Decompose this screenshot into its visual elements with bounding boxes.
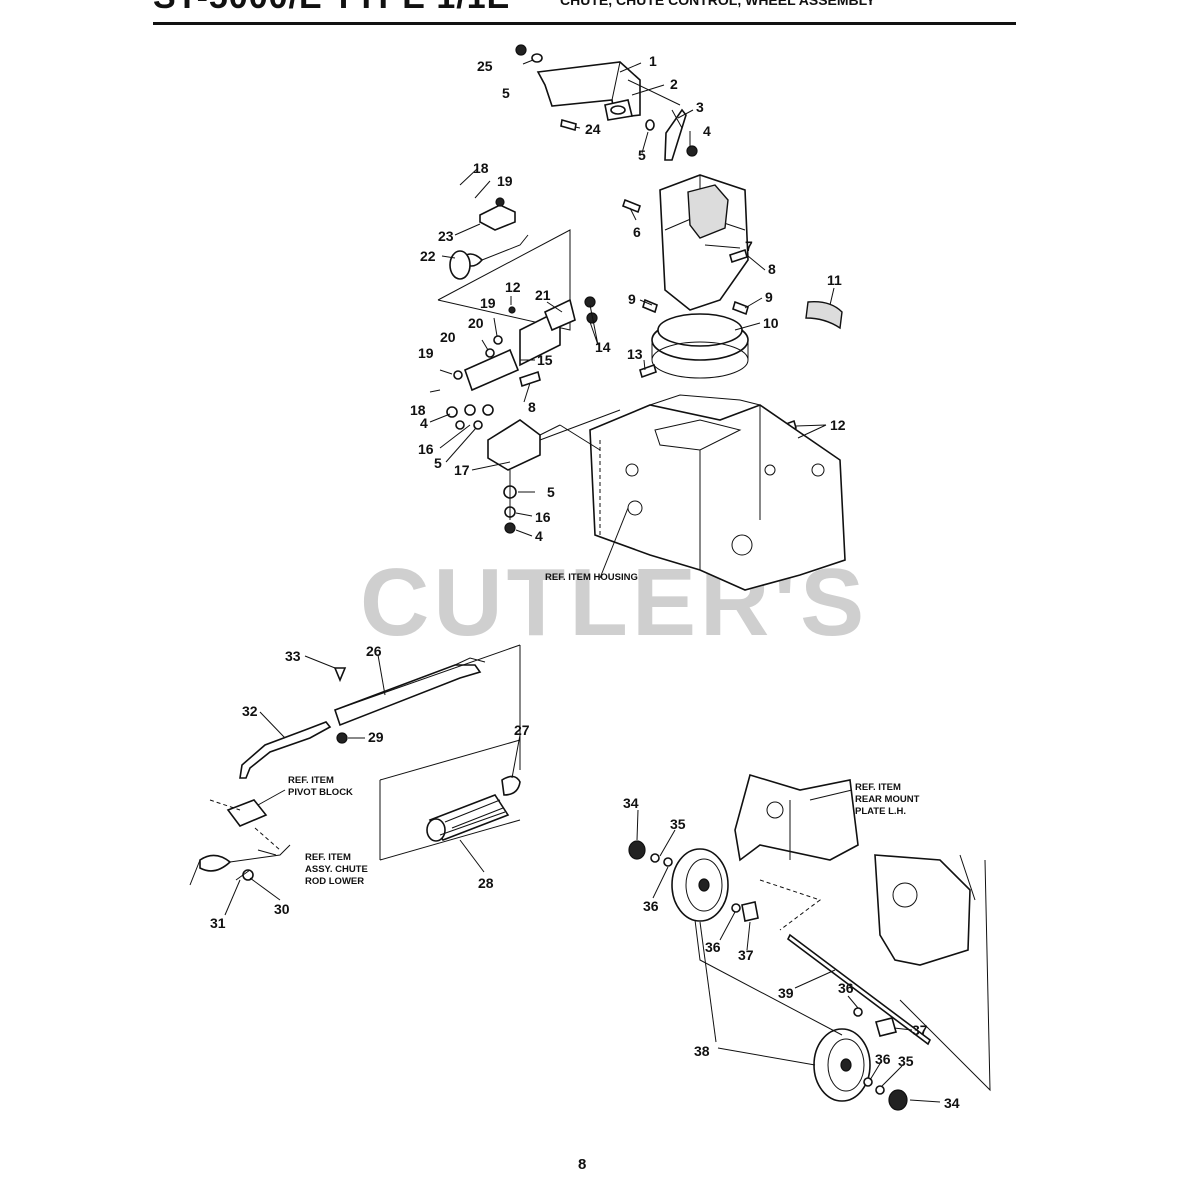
callout-15: 15 [537, 352, 553, 368]
callouts-ring: 6 7 8 9 9 10 11 13 12 [627, 224, 846, 433]
discharge-chute [659, 174, 749, 311]
crank-assembly [189, 644, 521, 886]
callout-38: 38 [694, 1043, 710, 1059]
callout-30: 30 [274, 901, 290, 917]
callout-19b: 19 [480, 295, 496, 311]
callout-4b: 4 [535, 528, 543, 544]
callouts-crank: 33 26 32 29 27 28 31 30 [210, 643, 530, 931]
callout-39: 39 [778, 985, 794, 1001]
ref-rear-mount-line3: PLATE L.H. [855, 806, 906, 817]
callout-6: 6 [633, 224, 641, 240]
callout-5b: 5 [638, 147, 646, 163]
callout-13: 13 [627, 346, 643, 362]
callouts-wheels: 34 35 36 36 37 39 36 37 38 36 35 34 [623, 795, 960, 1111]
callout-20b: 20 [440, 329, 456, 345]
ref-pivot-block-line1: REF. ITEM [288, 775, 334, 786]
ref-pivot-block-line2: PIVOT BLOCK [288, 787, 353, 798]
callout-18b: 18 [410, 402, 426, 418]
callout-27: 27 [514, 722, 530, 738]
callout-9b: 9 [765, 289, 773, 305]
callout-31: 31 [210, 915, 226, 931]
chute-hardware [515, 44, 698, 161]
chute-control-assembly [429, 197, 621, 534]
callout-26: 26 [366, 643, 382, 659]
callout-36d: 36 [875, 1051, 891, 1067]
callout-37: 37 [738, 947, 754, 963]
callout-5: 5 [434, 455, 442, 471]
page-title: ST-5000/E TYPE 1/1E [153, 0, 510, 17]
callout-14: 14 [595, 339, 611, 355]
callout-17: 17 [454, 462, 470, 478]
page-number: 8 [578, 1156, 587, 1173]
callout-12: 12 [505, 279, 521, 295]
ref-rear-mount-line2: REAR MOUNT [855, 794, 920, 805]
ref-chute-rod-line3: ROD LOWER [305, 876, 364, 887]
reference-labels: REF. ITEM HOUSING REF. ITEM PIVOT BLOCK … [288, 572, 920, 887]
page-subtitle: CHUTE, CHUTE CONTROL, WHEEL ASSEMBLY [560, 0, 876, 8]
callout-5b: 5 [547, 484, 555, 500]
chute-ring [651, 313, 749, 379]
callout-8: 8 [528, 399, 536, 415]
wheel-right [813, 1028, 871, 1102]
callout-36c: 36 [838, 980, 854, 996]
callout-37b: 37 [912, 1022, 928, 1038]
callout-22: 22 [420, 248, 436, 264]
callout-11: 11 [827, 272, 842, 288]
callout-12: 12 [830, 417, 846, 433]
callout-34: 34 [623, 795, 639, 811]
housing [589, 394, 846, 591]
ref-rear-mount-line1: REF. ITEM [855, 782, 901, 793]
callout-16: 16 [418, 441, 434, 457]
callout-24: 24 [585, 121, 601, 137]
callouts-chute: 25 1 5 2 3 24 4 5 [477, 53, 711, 163]
ref-chute-rod-line2: ASSY. CHUTE [305, 864, 368, 875]
header-rule [153, 22, 1016, 25]
callout-33: 33 [285, 648, 301, 664]
ref-housing: REF. ITEM HOUSING [545, 572, 638, 583]
callout-25: 25 [477, 58, 493, 74]
wheel-left [671, 848, 729, 922]
callout-19c: 19 [418, 345, 434, 361]
callout-5: 5 [502, 85, 510, 101]
callout-29: 29 [368, 729, 384, 745]
wheel-axle [786, 933, 932, 1046]
callout-4: 4 [703, 123, 711, 139]
callout-32: 32 [242, 703, 258, 719]
callout-19: 19 [497, 173, 513, 189]
ring-clamp [805, 301, 843, 330]
callout-3: 3 [696, 99, 704, 115]
wheel-hardware [628, 840, 991, 1111]
callouts-chute-control: 18 19 23 22 12 21 19 20 14 20 15 19 18 8… [410, 160, 611, 544]
callout-4: 4 [420, 415, 428, 431]
callout-10: 10 [763, 315, 779, 331]
callout-35b: 35 [898, 1053, 914, 1069]
callout-18: 18 [473, 160, 489, 176]
callout-28: 28 [478, 875, 494, 891]
callout-2: 2 [670, 76, 678, 92]
leader-lines [224, 59, 941, 1103]
callout-16b: 16 [535, 509, 551, 525]
callout-8: 8 [768, 261, 776, 277]
callout-20: 20 [468, 315, 484, 331]
callout-9: 9 [628, 291, 636, 307]
callout-36: 36 [643, 898, 659, 914]
ref-chute-rod-line1: REF. ITEM [305, 852, 351, 863]
chute-deflector [536, 61, 641, 121]
callout-23: 23 [438, 228, 454, 244]
callout-34b: 34 [944, 1095, 960, 1111]
callout-1: 1 [649, 53, 657, 69]
callout-21: 21 [535, 287, 551, 303]
callout-7: 7 [745, 238, 753, 254]
callout-36b: 36 [705, 939, 721, 955]
callout-35: 35 [670, 816, 686, 832]
